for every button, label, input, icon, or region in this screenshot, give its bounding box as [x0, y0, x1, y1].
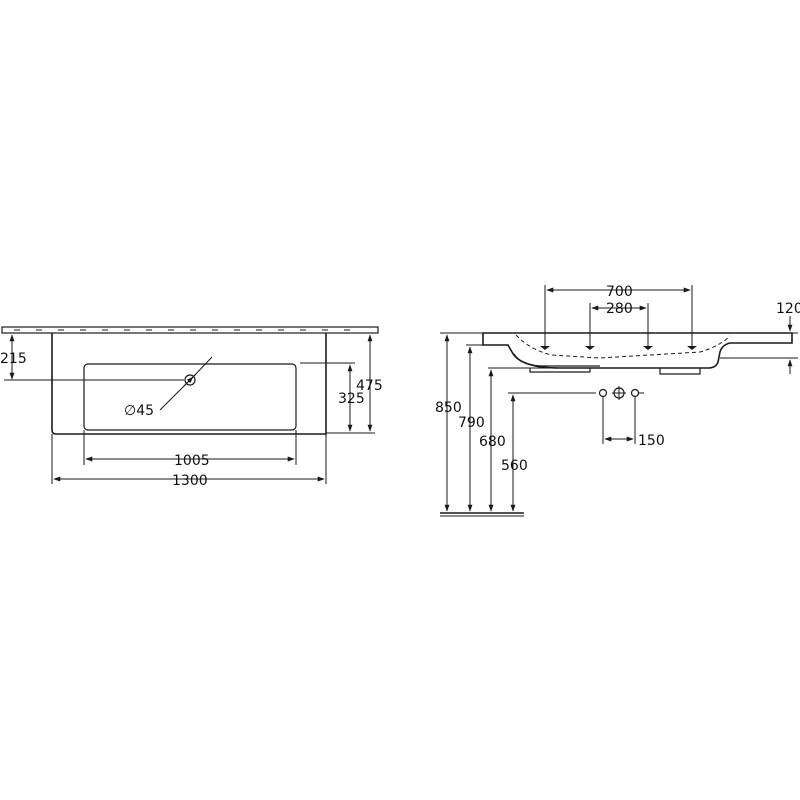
- dim-700-label: 700: [606, 284, 633, 300]
- dim-325-label: 325: [338, 391, 365, 407]
- basin-body: [513, 353, 600, 367]
- dim-850-label: 850: [435, 400, 462, 416]
- counter-top-edge: [1, 326, 379, 334]
- dim-150-label: 150: [638, 433, 665, 449]
- wall-connection-center-icon: [612, 386, 626, 400]
- dim-790-label: 790: [458, 415, 485, 431]
- tap-marker-4: [687, 340, 697, 350]
- dim-560-label: 560: [501, 458, 528, 474]
- dim-280-label: 280: [606, 301, 633, 317]
- dim-680-label: 680: [479, 434, 506, 450]
- diameter-label: ∅45: [124, 403, 154, 419]
- drain-outline-2: [659, 368, 701, 375]
- diameter-leader-arrow: [159, 376, 194, 411]
- basin-top: [482, 332, 793, 369]
- tap-marker-3: [643, 340, 653, 350]
- dim-1300-label: 1300: [172, 473, 208, 489]
- dim-120-label: 120: [776, 301, 800, 317]
- wall-connection-right-icon: [630, 388, 640, 398]
- dim-215-label: 215: [0, 351, 27, 367]
- side-view: 700 280 120 850 790 680 560: [435, 284, 800, 517]
- tap-marker-1: [540, 340, 550, 350]
- diameter-leader: [192, 356, 213, 378]
- tap-marker-2: [585, 340, 595, 350]
- dim-1005-label: 1005: [174, 453, 210, 469]
- top-view: ∅45 215 475 325 1005 1300: [0, 326, 383, 489]
- washbasin-outline: [51, 333, 327, 435]
- wall-connection-left-icon: [598, 388, 608, 398]
- drain-outline: [529, 368, 591, 373]
- basin-bowl: [83, 363, 297, 431]
- dim-475-label: 475: [356, 378, 383, 394]
